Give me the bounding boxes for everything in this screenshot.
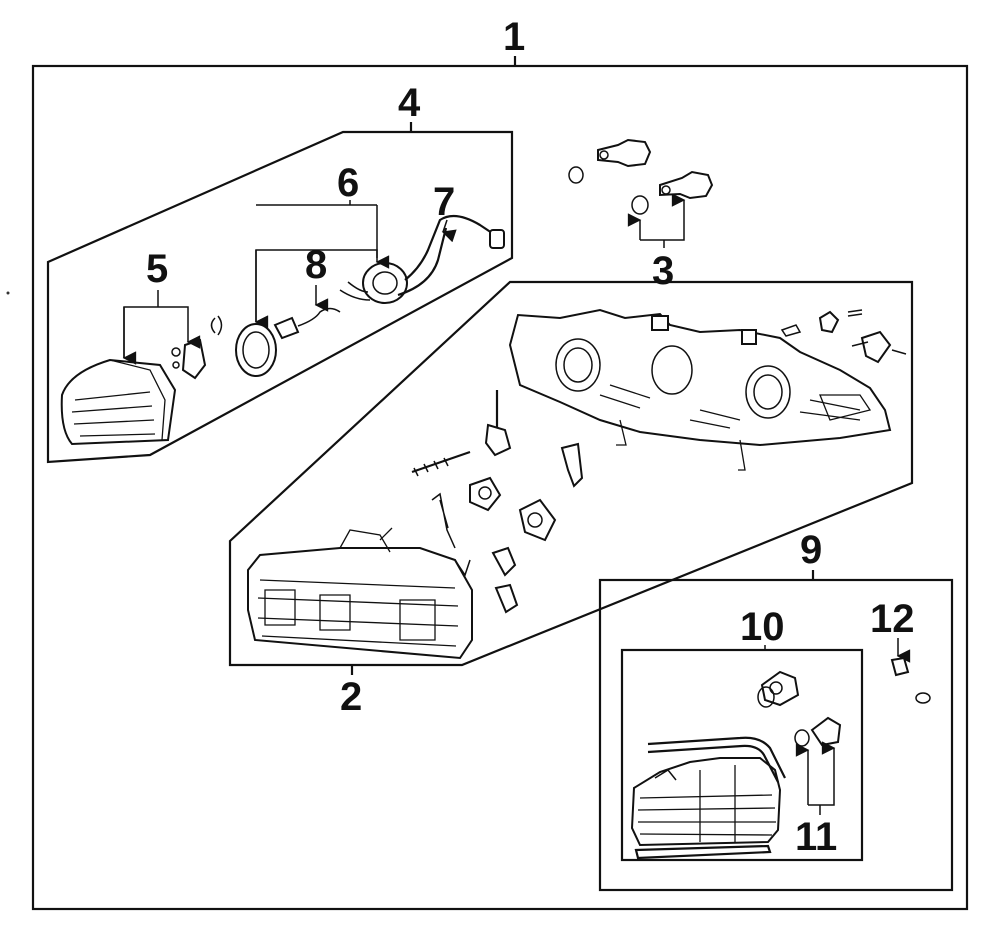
side-bulb — [890, 656, 931, 704]
stray-dot — [6, 291, 10, 295]
callout-9: 9 — [800, 528, 822, 572]
callout-8: 8 — [305, 243, 327, 287]
callout-4: 4 — [398, 81, 421, 125]
aim-screws — [411, 390, 584, 614]
small-bulb — [273, 307, 341, 340]
headlamp-housing — [508, 308, 892, 471]
callout-3: 3 — [652, 249, 674, 293]
marker-socket — [171, 338, 207, 380]
bulb-socket-group: 4 5 8 — [46, 81, 514, 464]
callout-6: 6 — [337, 161, 359, 205]
callout-11: 11 — [795, 815, 837, 859]
callout-12: 12 — [870, 597, 915, 641]
callout-7: 7 — [433, 180, 455, 224]
headlamp-group: 2 — [228, 280, 914, 719]
callout-1: 1 — [503, 15, 525, 59]
callout-5: 5 — [146, 247, 168, 291]
side-marker-lamp — [60, 358, 177, 446]
socket-harness — [339, 214, 505, 304]
corner-lamp-group: 9 10 11 12 — [598, 528, 954, 892]
corner-socket — [757, 670, 800, 708]
headlamp-bulbs: 3 — [568, 138, 714, 293]
seal-ring — [235, 323, 277, 377]
assembly-frame: 1 — [31, 15, 969, 911]
adjuster-hardware — [780, 309, 907, 364]
headlamp-lens — [247, 527, 473, 660]
corner-bulb — [794, 716, 842, 747]
corner-lamp — [630, 736, 786, 860]
callout-10: 10 — [740, 605, 785, 649]
callout-2: 2 — [340, 675, 362, 719]
